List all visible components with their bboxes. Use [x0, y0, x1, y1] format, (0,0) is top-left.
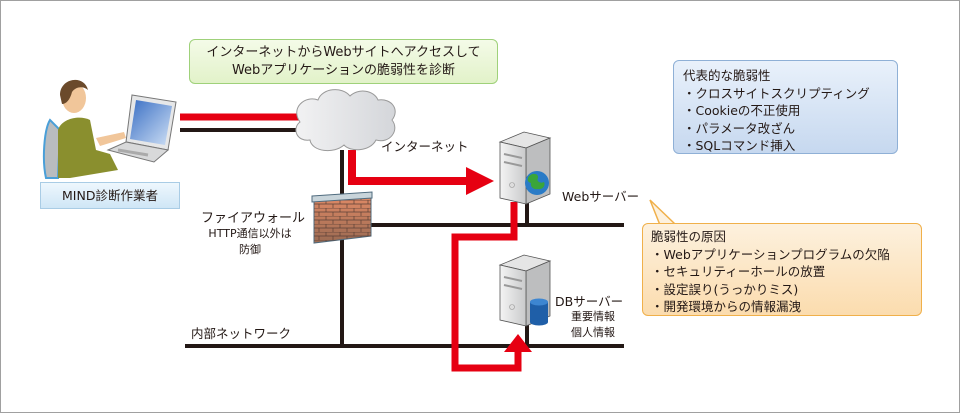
network-lines [180, 128, 624, 348]
vulnerabilities-box: 代表的な脆弱性 ・クロスサイトスクリプティング ・Cookieの不正使用 ・パラ… [673, 60, 898, 154]
attack-path-web-to-db [451, 202, 522, 372]
summary-line-2: Webアプリケーションの脆弱性を診断 [231, 63, 456, 78]
database-cylinder-icon [530, 298, 548, 326]
firewall-note-line-1: HTTP通信以外は [208, 227, 292, 240]
vulnerability-item: ・SQLコマンド挿入 [683, 138, 796, 153]
attack-path-internet-to-web [348, 150, 470, 185]
internet-label: インターネット [381, 139, 469, 154]
db-info-line-2: 個人情報 [571, 326, 615, 339]
firewall-label: ファイアウォール [201, 211, 306, 226]
internal-network-label: 内部ネットワーク [191, 326, 292, 341]
vulnerabilities-title: 代表的な脆弱性 [683, 68, 771, 83]
cause-item: ・セキュリティーホールの放置 [651, 264, 826, 279]
vulnerability-item: ・Cookieの不正使用 [683, 103, 801, 118]
vulnerability-item: ・パラメータ改ざん [683, 120, 796, 136]
arrow-to-web-server-icon [466, 167, 494, 195]
cause-item: ・開発環境からの情報漏洩 [651, 299, 802, 314]
diagnosis-summary-box: インターネットからWebサイトへアクセスして Webアプリケーションの脆弱性を診… [189, 39, 498, 84]
internet-cloud-icon [295, 89, 396, 152]
causes-title: 脆弱性の原因 [651, 229, 727, 244]
callout-pointer [649, 199, 678, 226]
firewall-note-line-2: 防御 [239, 243, 261, 256]
db-info-line-1: 重要情報 [571, 310, 615, 323]
operator-person-icon [42, 79, 126, 179]
cause-item: ・Webアプリケーションプログラムの欠陥 [651, 246, 890, 262]
globe-icon [525, 171, 549, 195]
operator-label: MIND診断作業者 [40, 182, 180, 209]
web-server-label: Webサーバー [562, 189, 640, 204]
arrow-to-db-server-icon [504, 334, 532, 352]
attack-path [180, 113, 532, 372]
cause-item: ・設定誤り(うっかりミス) [651, 281, 799, 297]
summary-line-1: インターネットからWebサイトへアクセスして [206, 45, 481, 60]
firewall-brick-icon [311, 191, 373, 244]
db-server-label: DBサーバー [555, 294, 624, 309]
vulnerability-item: ・クロスサイトスクリプティング [683, 85, 870, 101]
vulnerability-causes-box: 脆弱性の原因 ・Webアプリケーションプログラムの欠陥 ・セキュリティーホールの… [642, 223, 922, 316]
laptop-icon [106, 94, 177, 163]
